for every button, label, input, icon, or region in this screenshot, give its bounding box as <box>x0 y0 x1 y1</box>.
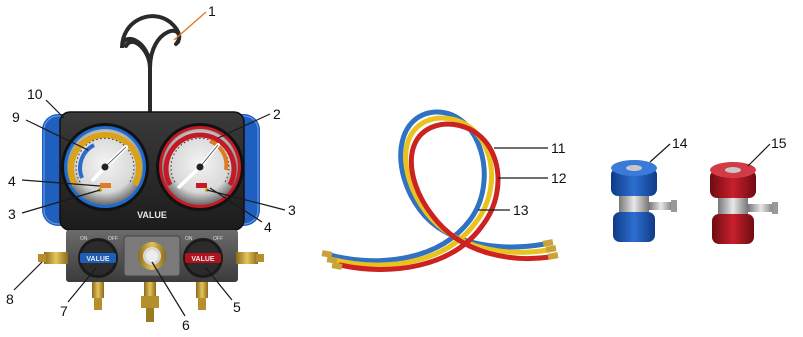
svg-text:ON: ON <box>80 236 88 242</box>
callout-15: 15 <box>771 135 787 151</box>
brand-logo: VALUE <box>137 210 167 220</box>
callout-8: 8 <box>6 291 14 307</box>
high-side-port-fitting <box>236 252 264 264</box>
svg-text:VALUE: VALUE <box>191 256 215 263</box>
callout-6: 6 <box>182 317 190 333</box>
high-side-coupler <box>710 162 778 244</box>
callout-1: 1 <box>208 3 216 19</box>
callout-3-left: 3 <box>8 206 16 222</box>
callout-4-left: 4 <box>8 173 16 189</box>
callouts: 1 2 3 3 4 4 5 6 7 8 9 10 11 12 13 14 15 <box>6 3 787 333</box>
svg-text:ON: ON <box>185 236 193 242</box>
manifold-gauge-set: VALUE VALUE ON OFF VALUE ON OFF <box>38 14 264 322</box>
low-side-valve-knob: VALUE ON OFF <box>78 236 118 278</box>
callout-7: 7 <box>60 303 68 319</box>
sight-glass <box>138 242 166 270</box>
svg-text:OFF: OFF <box>213 236 223 242</box>
svg-text:VALUE: VALUE <box>86 256 110 263</box>
svg-text:OFF: OFF <box>108 236 118 242</box>
charging-hoses <box>321 109 559 272</box>
callout-11: 11 <box>551 140 566 156</box>
bottom-fittings <box>92 282 208 322</box>
low-side-port-fitting <box>38 252 68 264</box>
low-side-coupler <box>611 160 677 242</box>
callout-4-right: 4 <box>264 219 272 235</box>
callout-12: 12 <box>551 170 567 186</box>
callout-5: 5 <box>233 299 241 315</box>
blue-hose <box>327 109 548 264</box>
callout-10: 10 <box>27 86 43 102</box>
callout-14: 14 <box>672 135 688 151</box>
high-pressure-gauge <box>156 123 244 211</box>
red-hose <box>337 121 553 272</box>
callout-9: 9 <box>12 109 20 125</box>
high-side-valve-knob: VALUE ON OFF <box>183 236 223 278</box>
low-pressure-gauge <box>61 123 149 211</box>
callout-2: 2 <box>273 106 281 122</box>
callout-13: 13 <box>513 202 529 218</box>
callout-3-right: 3 <box>288 202 296 218</box>
